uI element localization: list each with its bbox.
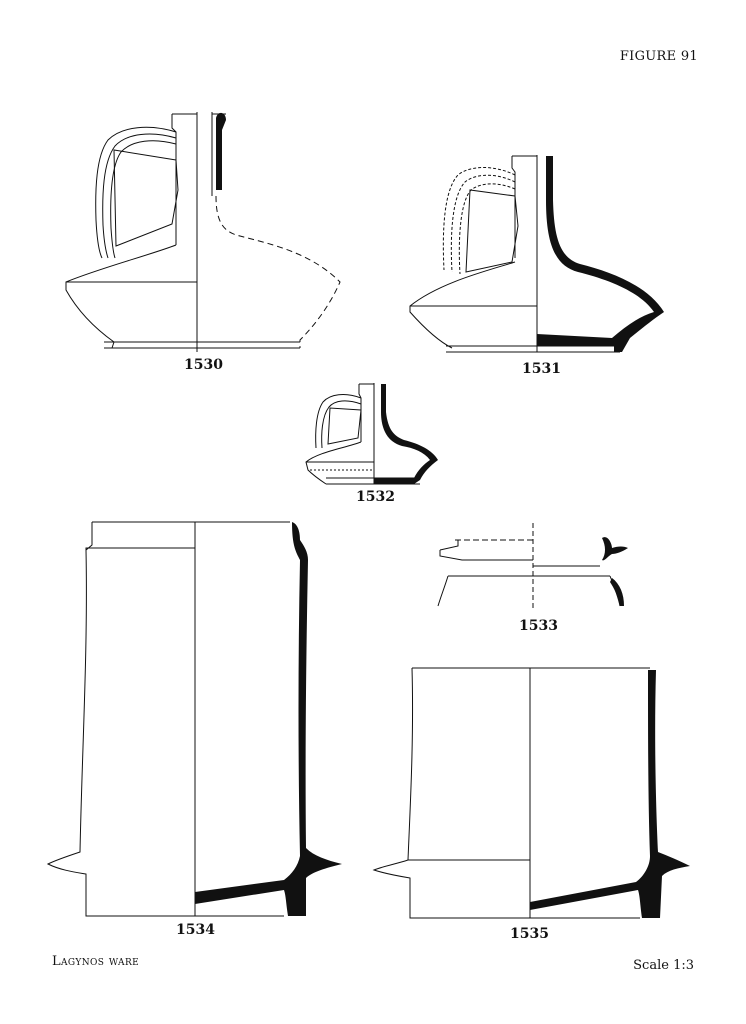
vessel-1533-wall-section	[610, 578, 624, 606]
vessel-label-1532: 1532	[356, 489, 395, 505]
vessel-label-1530: 1530	[184, 357, 223, 373]
figure-caption: Lagynos ware	[52, 954, 140, 969]
vessel-1532-section	[374, 384, 438, 484]
vessel-1533-drawing	[437, 523, 621, 610]
figure-title: FIGURE 91	[619, 49, 698, 64]
vessel-1535-drawing	[372, 667, 650, 919]
vessel-label-1534: 1534	[176, 922, 215, 938]
vessel-1531-drawing	[409, 155, 620, 353]
vessel-1531-section	[537, 156, 664, 352]
vessel-label-1533: 1533	[519, 618, 558, 634]
vessel-label-1531: 1531	[522, 361, 561, 377]
vessel-1532-drawing	[305, 383, 420, 485]
vessel-1533-rim-section	[602, 537, 628, 561]
vessel-label-1535: 1535	[510, 926, 549, 942]
scale-note: Scale 1:3	[633, 958, 694, 973]
vessel-1535-section	[530, 670, 690, 918]
vessel-1534-drawing	[46, 521, 290, 917]
vessel-1534-section	[195, 522, 342, 916]
vessel-1530-rim-section	[216, 112, 226, 190]
vessel-1530-drawing	[65, 112, 341, 352]
